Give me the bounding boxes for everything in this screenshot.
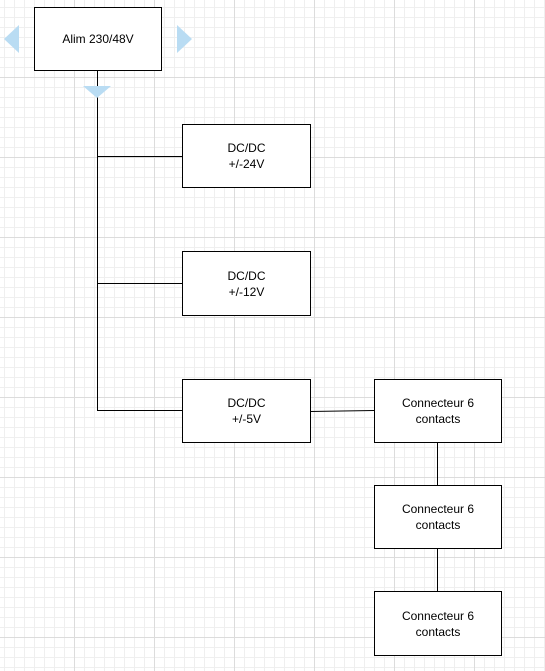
node-connecteur-1[interactable]: Connecteur 6 contacts (374, 379, 502, 443)
node-connecteur-3[interactable]: Connecteur 6 contacts (374, 591, 502, 656)
node-dcdc-5v[interactable]: DC/DC +/-5V (182, 379, 311, 443)
node-connecteur-2[interactable]: Connecteur 6 contacts (374, 485, 502, 549)
node-alim-230-48v[interactable]: Alim 230/48V (34, 7, 162, 71)
node-dcdc-12v[interactable]: DC/DC +/-12V (182, 251, 311, 316)
node-dcdc-24v[interactable]: DC/DC +/-24V (182, 124, 311, 188)
edge-dcdc5-conn1 (309, 410, 375, 412)
connect-arrow-right-icon[interactable] (177, 25, 192, 53)
connect-arrow-down-icon[interactable] (83, 86, 111, 98)
connect-arrow-left-icon[interactable] (4, 25, 19, 53)
